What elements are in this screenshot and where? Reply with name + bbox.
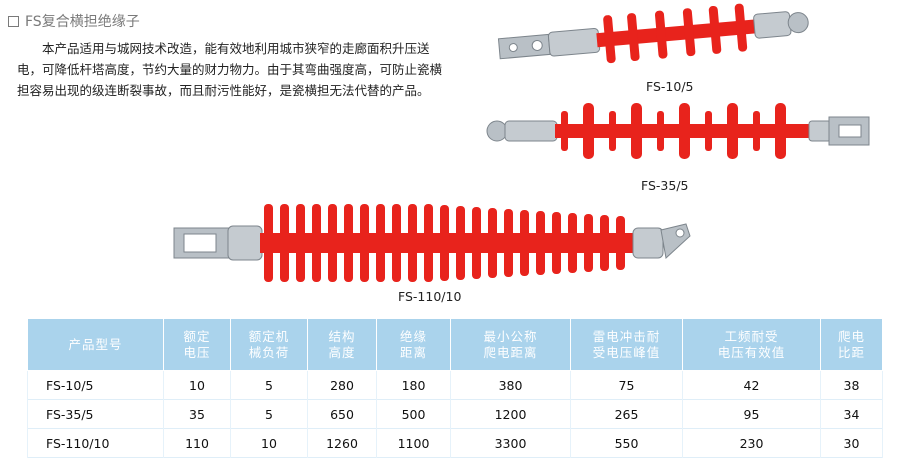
table-row: FS-35/5 35 5 650 500 1200 265 95 34: [27, 399, 883, 429]
insulator-fs-10-5-image: [497, 3, 809, 64]
cell-structure-height: 1260: [307, 428, 377, 458]
caption-fs-35-5: FS-35/5: [641, 178, 689, 193]
checkbox-square-icon: [8, 15, 19, 27]
insulator-fs-35-5-image: [486, 103, 870, 159]
cell-rated-load: 5: [230, 399, 308, 429]
header-rated-load: 额定机 械负荷: [230, 318, 308, 371]
cell-structure-height: 650: [307, 399, 377, 429]
header-model: 产品型号: [27, 318, 164, 371]
cell-rated-voltage: 35: [163, 399, 231, 429]
cell-rated-voltage: 10: [163, 370, 231, 400]
cell-model: FS-10/5: [27, 370, 164, 400]
cell-power-frequency: 42: [682, 370, 821, 400]
header-insulation-distance: 绝缘 距离: [376, 318, 451, 371]
header-rated-voltage: 额定 电压: [163, 318, 231, 371]
cell-structure-height: 280: [307, 370, 377, 400]
header-power-frequency: 工频耐受 电压有效值: [682, 318, 821, 371]
cell-power-frequency: 95: [682, 399, 821, 429]
caption-fs-10-5: FS-10/5: [646, 79, 694, 94]
header-creepage-ratio: 爬电 比距: [820, 318, 883, 371]
cell-rated-voltage: 110: [163, 428, 231, 458]
cell-creepage-ratio: 34: [820, 399, 883, 429]
cell-creepage-ratio: 30: [820, 428, 883, 458]
spec-table: 产品型号 额定 电压 额定机 械负荷 结构 高度 绝缘 距离 最小公称 爬电距离…: [27, 318, 883, 458]
cell-creepage-distance: 1200: [450, 399, 571, 429]
cell-rated-load: 5: [230, 370, 308, 400]
header-lightning-impulse: 雷电冲击耐 受电压峰值: [570, 318, 683, 371]
cell-model: FS-110/10: [27, 428, 164, 458]
caption-fs-110-10: FS-110/10: [398, 289, 462, 304]
cell-creepage-distance: 3300: [450, 428, 571, 458]
cell-lightning-impulse: 265: [570, 399, 683, 429]
product-description: 本产品适用与城网技术改造，能有效地利用城市狭窄的走廊面积升压送电，可降低杆塔高度…: [17, 41, 443, 98]
cell-creepage-distance: 380: [450, 370, 571, 400]
section-title-text: FS复合横担绝缘子: [25, 14, 140, 30]
cell-power-frequency: 230: [682, 428, 821, 458]
header-structure-height: 结构 高度: [307, 318, 377, 371]
table-row: FS-110/10 110 10 1260 1100 3300 550 230 …: [27, 428, 883, 458]
header-creepage-distance: 最小公称 爬电距离: [450, 318, 571, 371]
insulator-fs-110-10-image: [173, 204, 691, 282]
cell-model: FS-35/5: [27, 399, 164, 429]
section-title: FS复合横担绝缘子: [8, 11, 140, 31]
cell-rated-load: 10: [230, 428, 308, 458]
cell-insulation-distance: 500: [376, 399, 451, 429]
table-header-row: 产品型号 额定 电压 额定机 械负荷 结构 高度 绝缘 距离 最小公称 爬电距离…: [27, 318, 883, 371]
cell-insulation-distance: 1100: [376, 428, 451, 458]
cell-creepage-ratio: 38: [820, 370, 883, 400]
cell-lightning-impulse: 550: [570, 428, 683, 458]
cell-insulation-distance: 180: [376, 370, 451, 400]
table-row: FS-10/5 10 5 280 180 380 75 42 38: [27, 370, 883, 400]
cell-lightning-impulse: 75: [570, 370, 683, 400]
